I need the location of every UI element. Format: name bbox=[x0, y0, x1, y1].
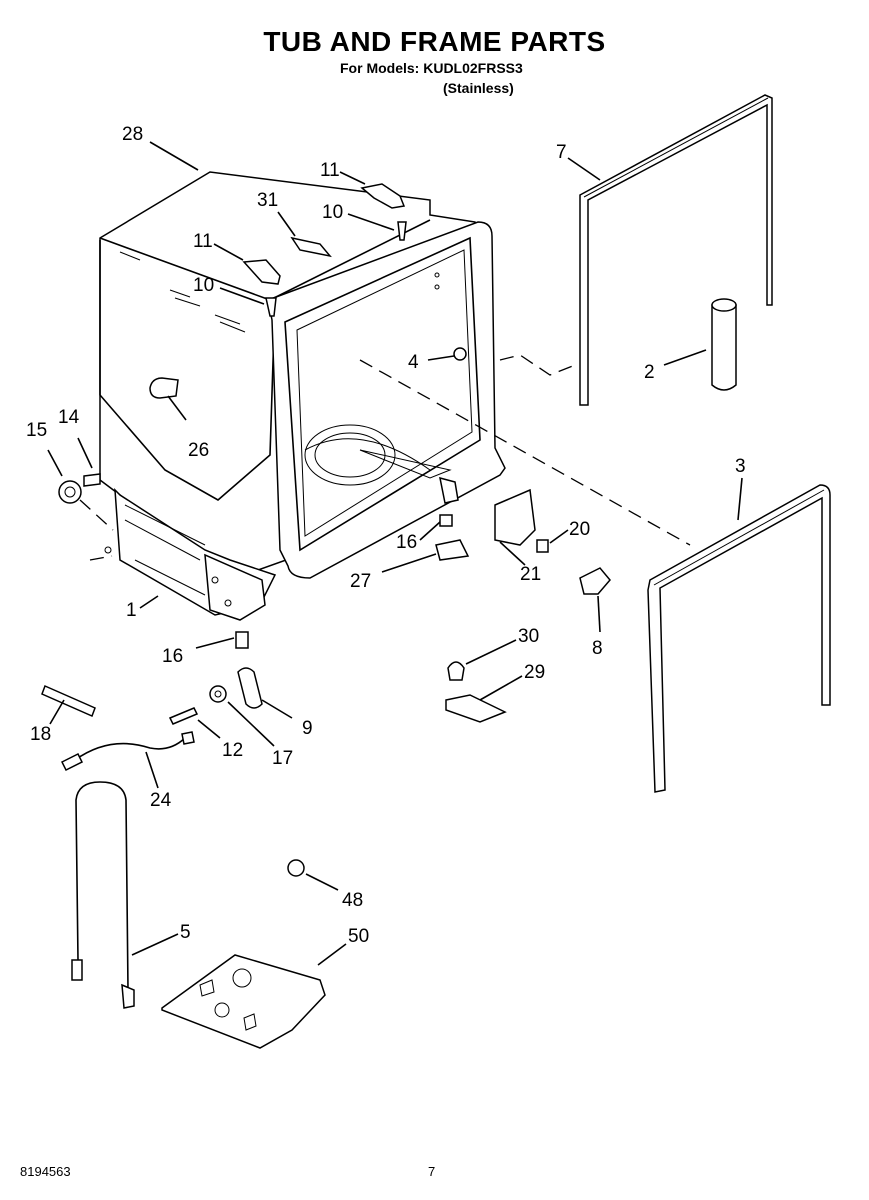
callout-26: 26 bbox=[188, 440, 209, 461]
callout-17: 17 bbox=[272, 748, 293, 769]
tub-assembly bbox=[99, 171, 506, 621]
callout-21: 21 bbox=[520, 564, 541, 585]
callout-1: 1 bbox=[126, 600, 137, 621]
page-title: TUB AND FRAME PARTS bbox=[263, 26, 606, 57]
callout-11-upper: 11 bbox=[320, 160, 340, 181]
callout-50: 50 bbox=[348, 926, 369, 947]
doc-number: 8194563 bbox=[20, 1164, 71, 1179]
part-3-tub-seal bbox=[647, 484, 831, 793]
callout-14: 14 bbox=[58, 407, 80, 428]
callout-28: 28 bbox=[122, 124, 143, 145]
callout-10-upper: 10 bbox=[322, 202, 343, 223]
callout-3: 3 bbox=[735, 456, 746, 477]
callout-16-upper: 16 bbox=[396, 532, 417, 553]
page-number: 7 bbox=[428, 1164, 436, 1179]
callout-9: 9 bbox=[302, 718, 313, 739]
small-parts bbox=[41, 183, 611, 1049]
callout-2: 2 bbox=[644, 362, 655, 383]
callout-11-lower: 11 bbox=[193, 231, 213, 252]
callout-7: 7 bbox=[556, 142, 567, 163]
callout-15: 15 bbox=[26, 420, 47, 441]
part-7-gasket bbox=[579, 94, 773, 406]
callout-8: 8 bbox=[592, 638, 603, 659]
callout-10-lower: 10 bbox=[193, 275, 214, 296]
models-line: For Models: KUDL02FRSS3 bbox=[340, 60, 523, 76]
callout-labels: 28 11 10 31 11 10 7 4 2 26 15 14 3 20 16… bbox=[26, 124, 746, 947]
leader-lines bbox=[47, 141, 743, 966]
callout-31: 31 bbox=[257, 190, 278, 211]
callout-12: 12 bbox=[222, 740, 243, 761]
callout-30: 30 bbox=[518, 626, 539, 647]
callout-20: 20 bbox=[569, 519, 590, 540]
part-2-spacer bbox=[711, 298, 737, 391]
callout-24: 24 bbox=[150, 790, 172, 811]
callout-29: 29 bbox=[524, 662, 545, 683]
variant-label: (Stainless) bbox=[443, 80, 514, 96]
callout-48: 48 bbox=[342, 890, 363, 911]
callout-5: 5 bbox=[180, 922, 191, 943]
callout-16-lower: 16 bbox=[162, 646, 183, 667]
callout-18: 18 bbox=[30, 724, 51, 745]
callout-4: 4 bbox=[408, 352, 419, 373]
callout-27: 27 bbox=[350, 571, 371, 592]
